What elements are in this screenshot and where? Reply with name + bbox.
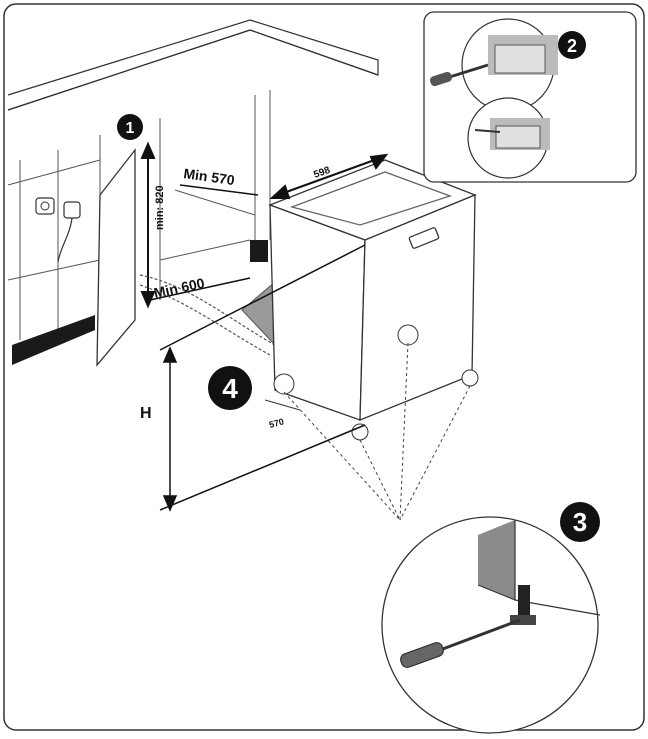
depth-line: [264, 399, 301, 411]
min570-line: [179, 184, 259, 196]
step-badge-3: 3: [560, 502, 600, 542]
label-width-598: 598: [312, 165, 332, 181]
dishwasher: [268, 159, 477, 421]
label-h: H: [140, 405, 152, 422]
height-dimension: [140, 141, 156, 309]
foot-rear-right: [461, 369, 479, 387]
label-height-820: min: 820: [154, 185, 166, 230]
cabinet-body: [7, 90, 271, 340]
min600-line: [149, 277, 251, 301]
hose-1: [139, 274, 276, 346]
foot-front-right: [397, 324, 419, 346]
step-badge-4: 4: [208, 366, 252, 410]
foot-front-left: [273, 373, 295, 395]
zoom-detail-foot: [381, 516, 601, 734]
svg-text:4: 4: [222, 373, 238, 404]
h-dimension: [159, 244, 366, 512]
svg-text:1: 1: [126, 120, 135, 137]
label-min-570: Min 570: [183, 165, 236, 188]
step-badge-1: 1: [117, 114, 143, 140]
zoom-leader-lines: [283, 342, 471, 521]
svg-text:3: 3: [573, 507, 587, 537]
wall-socket-icon: [35, 197, 81, 263]
width-dimension: [269, 153, 389, 199]
plinth-strip: [12, 315, 95, 365]
zoom-detail-bracket: [423, 11, 637, 183]
hose-2: [139, 284, 271, 356]
cabinet-door: [96, 148, 136, 367]
label-depth-570: 570: [268, 416, 285, 430]
svg-text:2: 2: [567, 36, 577, 56]
countertop: [7, 19, 379, 111]
side-block: [250, 240, 268, 262]
outer-frame: [3, 3, 645, 731]
step-badge-2: 2: [558, 31, 586, 59]
